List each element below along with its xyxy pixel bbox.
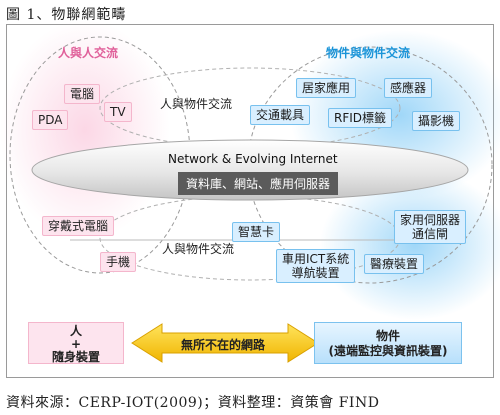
device-pda: PDA: [32, 110, 69, 130]
thing-sensor: 感應器: [384, 78, 433, 98]
thing-home-application: 居家應用: [296, 78, 357, 98]
things-box: 物件 (遠端監控與資訊裝置): [314, 322, 462, 364]
network-title: Network & Evolving Internet: [168, 152, 338, 166]
person-label: 人: [69, 324, 82, 338]
server-label: 資料庫、網站、應用伺服器: [178, 172, 339, 195]
network-oval: [31, 139, 469, 201]
thing-rfid-tag: RFID標籤: [328, 108, 393, 128]
remote-monitoring-label: (遠端監控與資訊裝置): [328, 344, 448, 358]
device-wearable-computer: 穿戴式電腦: [42, 216, 115, 236]
thing-home-server: 家用伺服器 通信閘: [394, 210, 467, 244]
dashed-right-group: [247, 46, 493, 284]
device-computer: 電腦: [64, 84, 101, 104]
home-server-line1: 家用伺服器: [400, 213, 461, 227]
portable-device-label: 隨身裝置: [51, 350, 100, 364]
vehicle-ict-line1: 車用ICT系統: [282, 252, 350, 266]
device-tv: TV: [104, 102, 132, 122]
label-person-to-person: 人與人交流: [58, 46, 119, 60]
vehicle-ict-line2: 導航裝置: [291, 266, 340, 280]
blue-glow-bottom: [320, 170, 500, 320]
ubiquitous-network-label: 無所不在的網路: [181, 338, 266, 352]
source-note: 資料來源：CERP-IOT(2009)；資料整理：資策會 FIND: [6, 395, 380, 411]
plus-label: +: [70, 337, 82, 351]
thing-vehicle: 交通載具: [250, 105, 311, 125]
label-person-to-thing-top: 人與物件交流: [160, 97, 233, 111]
figure-title: 圖 1、物聯網範疇: [6, 7, 127, 23]
thing-vehicle-ict: 車用ICT系統 導航裝置: [276, 249, 356, 283]
things-label: 物件: [375, 329, 400, 343]
label-thing-to-thing: 物件與物件交流: [326, 46, 411, 60]
person-plus-device-box: 人 + 隨身裝置: [28, 322, 124, 364]
label-person-to-thing-bottom: 人與物件交流: [162, 242, 235, 256]
home-server-line2: 通信閘: [412, 227, 449, 241]
thing-medical-device: 醫療裝置: [364, 254, 425, 274]
thing-camera: 攝影機: [412, 111, 461, 131]
device-mobile-phone: 手機: [100, 252, 137, 272]
thing-smart-card: 智慧卡: [232, 222, 281, 242]
